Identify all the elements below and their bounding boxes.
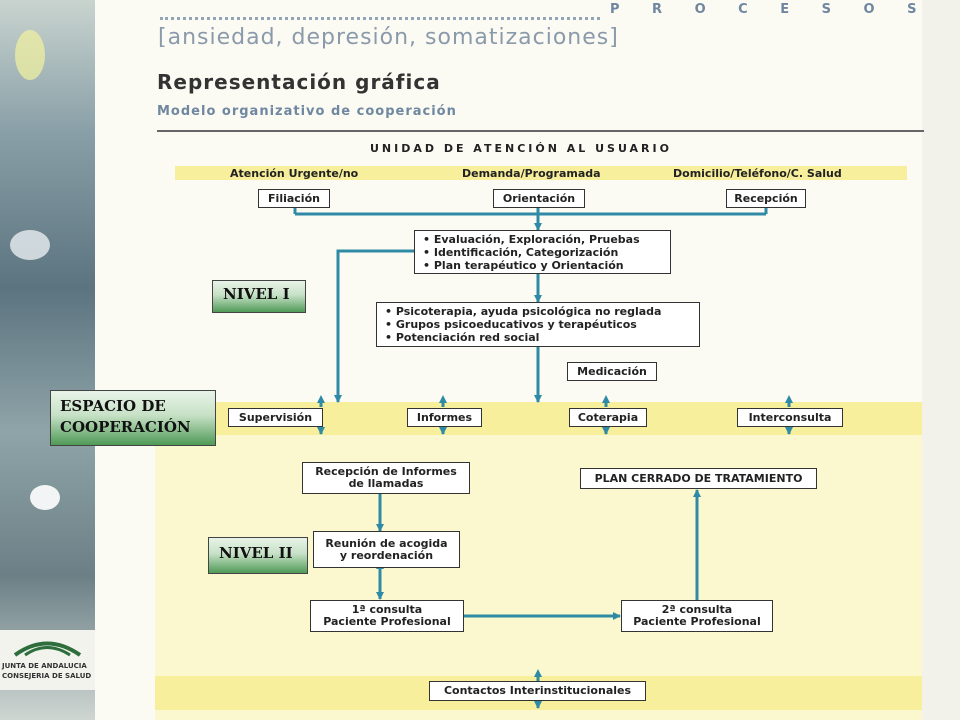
logo-line2: CONSEJERIA DE SALUD (2, 672, 92, 680)
unit-title: UNIDAD DE ATENCIÓN AL USUARIO (370, 142, 672, 155)
categories-band (175, 166, 907, 180)
page-title: Representación gráfica (157, 70, 441, 94)
label-level2: NIVEL II (208, 537, 308, 574)
decorative-light (10, 230, 50, 260)
reception-reports-line1: Recepción de Informes (315, 465, 457, 478)
box-informes: Informes (407, 408, 482, 427)
logo-emblem-icon (13, 641, 82, 657)
section-heading: P R O C E S O S (610, 2, 931, 17)
therapy-item: • Grupos psicoeducativos y terapéuticos (385, 318, 637, 331)
box-medication: Medicación (567, 362, 657, 381)
cooperation-space-line1: ESPACIO DE (60, 397, 166, 415)
category-domicile: Domicilio/Teléfono/C. Salud (673, 167, 842, 180)
therapy-item: • Potenciación red social (385, 331, 540, 344)
box-coterapia: Coterapia (569, 408, 647, 427)
decorative-light (15, 30, 45, 80)
box-closed-plan: PLAN CERRADO DE TRATAMIENTO (580, 468, 817, 489)
welcome-meeting-line1: Reunión de acogida (325, 536, 448, 550)
box-interconsulta: Interconsulta (737, 408, 843, 427)
evaluation-item: • Identificación, Categorización (423, 246, 619, 259)
box-filiacion: Filiación (258, 189, 330, 208)
box-institutional-contacts: Contactos Interinstitucionales (429, 681, 646, 701)
section-subtitle: [ansiedad, depresión, somatizaciones] (158, 25, 619, 50)
box-evaluation: • Evaluación, Exploración, Pruebas • Ide… (414, 230, 671, 274)
header-dotted-rule (160, 17, 600, 20)
first-consult-line2: Paciente Profesional (323, 615, 451, 628)
cooperation-space-line2: COOPERACIÓN (60, 418, 191, 436)
label-level1: NIVEL I (212, 280, 306, 313)
welcome-meeting-line2: y reordenación (339, 548, 434, 562)
evaluation-item: • Plan terapéutico y Orientación (423, 259, 624, 272)
reception-reports-line2: de llamadas (348, 477, 424, 490)
decorative-light (30, 485, 60, 510)
box-reception-reports: Recepción de Informes de llamadas (302, 462, 470, 494)
arrow-evaluation-to-supervision (334, 249, 414, 403)
logo-line1: JUNTA DE ANDALUCIA (2, 662, 87, 670)
page-subtitle: Modelo organizativo de cooperación (157, 104, 457, 119)
box-first-consult: 1ª consulta Paciente Profesional (310, 600, 464, 632)
left-photo-strip: JUNTA DE ANDALUCIA CONSEJERIA DE SALUD (0, 0, 95, 720)
title-rule (157, 130, 924, 132)
right-margin (922, 0, 960, 720)
therapy-item: • Psicoterapia, ayuda psicológica no reg… (385, 305, 662, 318)
label-cooperation-space: ESPACIO DE COOPERACIÓN (50, 390, 216, 446)
category-demand: Demanda/Programada (462, 167, 601, 180)
first-consult-line1: 1ª consulta (351, 603, 423, 616)
second-consult-line2: Paciente Profesional (633, 615, 761, 628)
box-recepcion: Recepción (726, 189, 806, 208)
category-urgent: Atención Urgente/no (230, 167, 359, 180)
box-orientacion: Orientación (493, 189, 585, 208)
evaluation-item: • Evaluación, Exploración, Pruebas (423, 233, 640, 246)
box-welcome-meeting: Reunión de acogida y reordenación (313, 531, 460, 568)
box-therapy: • Psicoterapia, ayuda psicológica no reg… (376, 302, 700, 347)
junta-andalucia-logo: JUNTA DE ANDALUCIA CONSEJERIA DE SALUD (0, 630, 95, 690)
second-consult-line1: 2ª consulta (661, 603, 733, 616)
box-second-consult: 2ª consulta Paciente Profesional (621, 600, 773, 632)
box-supervision: Supervisión (228, 408, 323, 427)
